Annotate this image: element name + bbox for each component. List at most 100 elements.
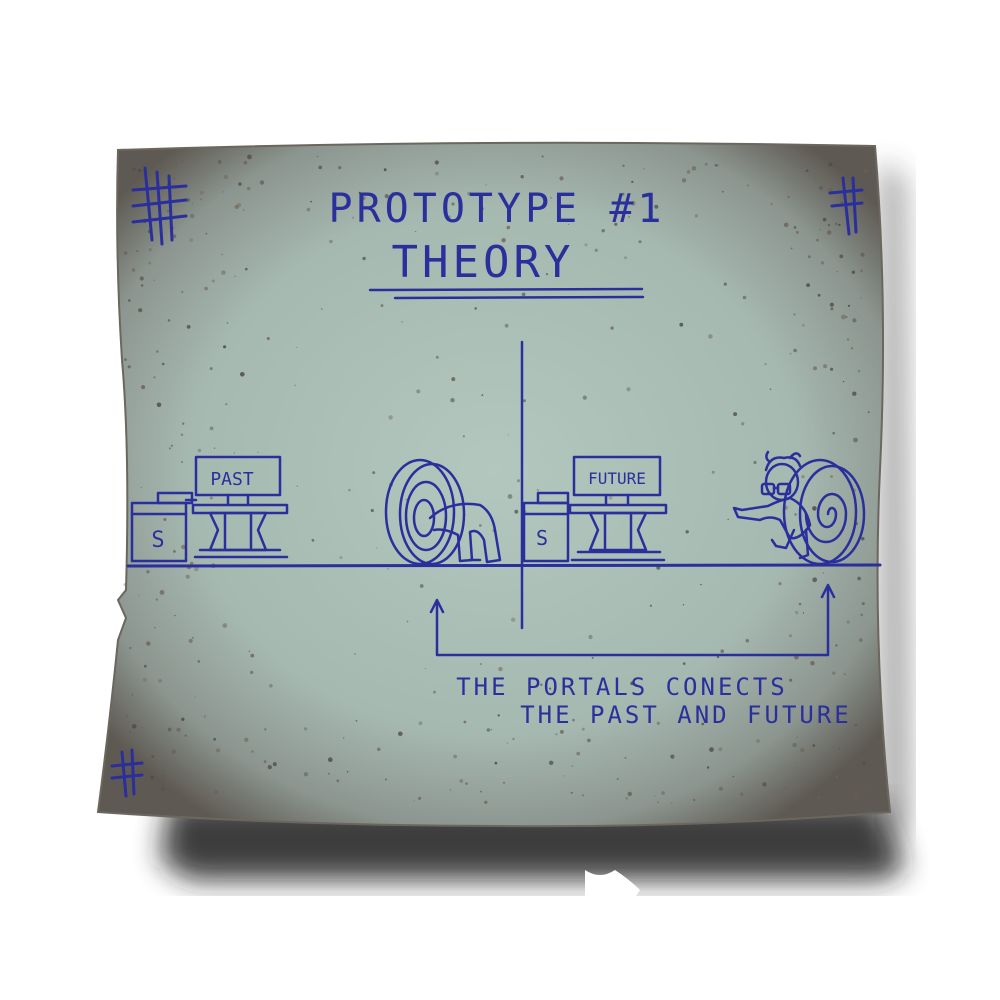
speckle [624, 756, 627, 759]
speckle [170, 444, 173, 447]
speckle [449, 789, 452, 791]
speckle [481, 394, 484, 396]
speckle [257, 451, 259, 453]
speckle [226, 322, 229, 324]
speckle [795, 230, 799, 234]
speckle [843, 673, 846, 676]
speckle [186, 198, 191, 202]
speckle [217, 160, 222, 164]
speckle [802, 612, 805, 614]
speckle [794, 513, 797, 516]
speckle [267, 765, 272, 770]
speckle [822, 572, 825, 574]
speckle [355, 720, 358, 722]
speckle [175, 163, 177, 166]
speckle [693, 799, 696, 801]
speckle [150, 775, 154, 780]
past-station: S PAST [130, 455, 502, 566]
speckle [391, 191, 394, 195]
speckle [242, 209, 245, 211]
speckle [310, 200, 312, 203]
speckle [486, 728, 490, 732]
speckle [704, 162, 708, 166]
speckle [167, 727, 172, 732]
speckle [714, 164, 718, 167]
speckle [822, 217, 827, 222]
speckle [172, 234, 177, 238]
torn-gap [585, 870, 640, 905]
speckle [474, 307, 478, 310]
speckle [414, 230, 417, 233]
speckle [845, 315, 848, 318]
speckle [608, 495, 613, 500]
speckle [140, 486, 143, 489]
speckle [137, 743, 141, 747]
desk-right [568, 503, 668, 562]
speckle [852, 391, 857, 396]
speckle [328, 757, 333, 762]
speckle [194, 797, 200, 803]
speckle [181, 290, 184, 293]
speckle [185, 574, 190, 579]
speckle [296, 485, 298, 487]
speckle [124, 358, 127, 361]
speckle [168, 447, 171, 450]
speckle [810, 661, 815, 666]
speckle [348, 488, 351, 492]
speckle [817, 293, 821, 297]
speckle [303, 772, 309, 777]
speckle [137, 720, 140, 722]
speckle [853, 437, 858, 443]
speckle [638, 240, 642, 244]
speckle [269, 684, 273, 688]
speckle [846, 620, 850, 624]
speckle [867, 411, 870, 413]
speckle [800, 748, 805, 753]
speckle [234, 275, 237, 278]
speckle [681, 178, 687, 183]
speckle [847, 304, 851, 307]
speckle [851, 270, 856, 274]
portal-left [384, 458, 466, 566]
speckle [376, 547, 378, 549]
speckle [616, 778, 619, 780]
speckle [582, 395, 587, 400]
speckle [221, 270, 226, 275]
speckle [826, 230, 832, 235]
speckle [209, 426, 214, 431]
speckle [413, 800, 415, 802]
speckle [835, 775, 839, 779]
speckle [401, 320, 403, 323]
speckle [479, 206, 484, 212]
speckle [853, 795, 858, 800]
speckle [601, 229, 605, 233]
speckle [721, 190, 724, 193]
speckle [459, 779, 464, 783]
speckle [346, 770, 349, 773]
speckle [480, 790, 482, 793]
speckle [191, 202, 194, 205]
speckle [819, 228, 822, 231]
speckle [839, 194, 845, 200]
speckle [362, 196, 366, 200]
speckle [727, 518, 729, 521]
speckle [778, 582, 782, 586]
speckle [386, 567, 389, 570]
speckle [354, 653, 356, 655]
speckle [234, 205, 239, 209]
speckle [584, 243, 588, 247]
speckle [846, 338, 850, 341]
speckle [248, 650, 251, 653]
speckle [424, 667, 427, 670]
speckle [498, 666, 503, 672]
speckle [559, 176, 564, 181]
speckle [139, 276, 144, 281]
speckle [138, 308, 143, 313]
speckle [795, 767, 798, 769]
speckle [581, 727, 585, 731]
speckle [591, 656, 594, 659]
speckle [805, 169, 809, 172]
speckle [186, 325, 191, 329]
speckle [789, 678, 793, 682]
